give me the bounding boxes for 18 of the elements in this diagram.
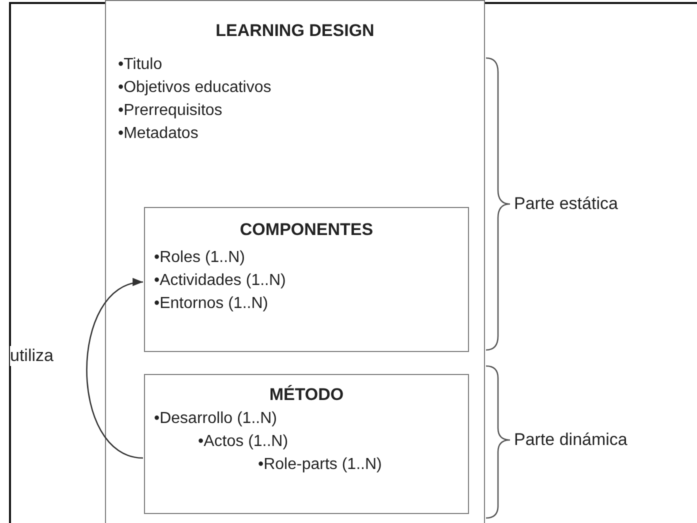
list-item: •Entornos (1..N) (154, 294, 268, 314)
list-item: •Actos (1..N) (198, 432, 288, 452)
list-item: •Role-parts (1..N) (258, 455, 382, 475)
content-box (144, 374, 469, 514)
list-item: •Metadatos (118, 124, 198, 144)
list-item: •Actividades (1..N) (154, 271, 286, 291)
list-item: •Titulo (118, 55, 162, 75)
box-heading: COMPONENTES (238, 220, 374, 240)
box-heading: LEARNING DESIGN (214, 21, 376, 41)
list-item: •Prerrequisitos (118, 101, 222, 121)
box-heading: MÉTODO (268, 385, 345, 405)
edge-label: utiliza (10, 346, 54, 366)
list-item: •Roles (1..N) (154, 248, 245, 268)
list-item: •Objetivos educativos (118, 78, 272, 98)
content-box (144, 207, 469, 352)
list-item: •Desarrollo (1..N) (154, 409, 277, 429)
curved-arrow (86, 280, 144, 459)
content-box (105, 0, 485, 523)
